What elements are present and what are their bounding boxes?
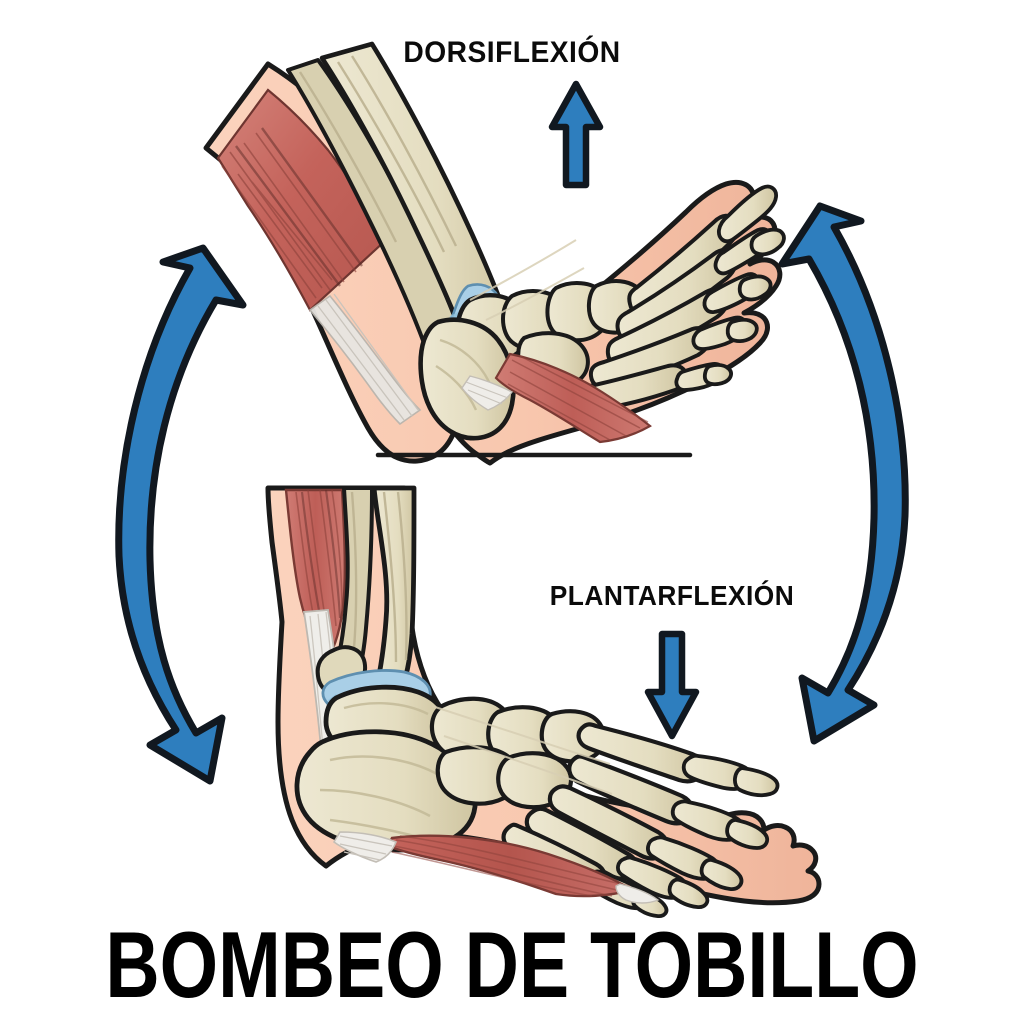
plantarflexion-arrow-down [644,630,700,740]
dorsiflexion-label: DORSIFLEXIÓN [403,36,621,69]
upper-metatarsals [573,213,740,413]
upper-plantar-muscle [461,352,652,444]
upper-calf-muscle [216,88,422,426]
lower-tibia-fibula [315,485,417,700]
upper-foot-figure [203,41,786,466]
lower-plantar-muscle [332,831,660,904]
cycle-arrow-left [115,244,247,785]
plantarflexion-label: PLANTARFLEXIÓN [549,580,795,611]
cycle-arrow-right [778,202,909,745]
lower-foot-figure [265,485,822,919]
page-title: BOMBEO DE TOBILLO [105,912,919,1017]
upper-phalanges [674,184,786,392]
dorsiflexion-arrow-up [548,80,604,189]
